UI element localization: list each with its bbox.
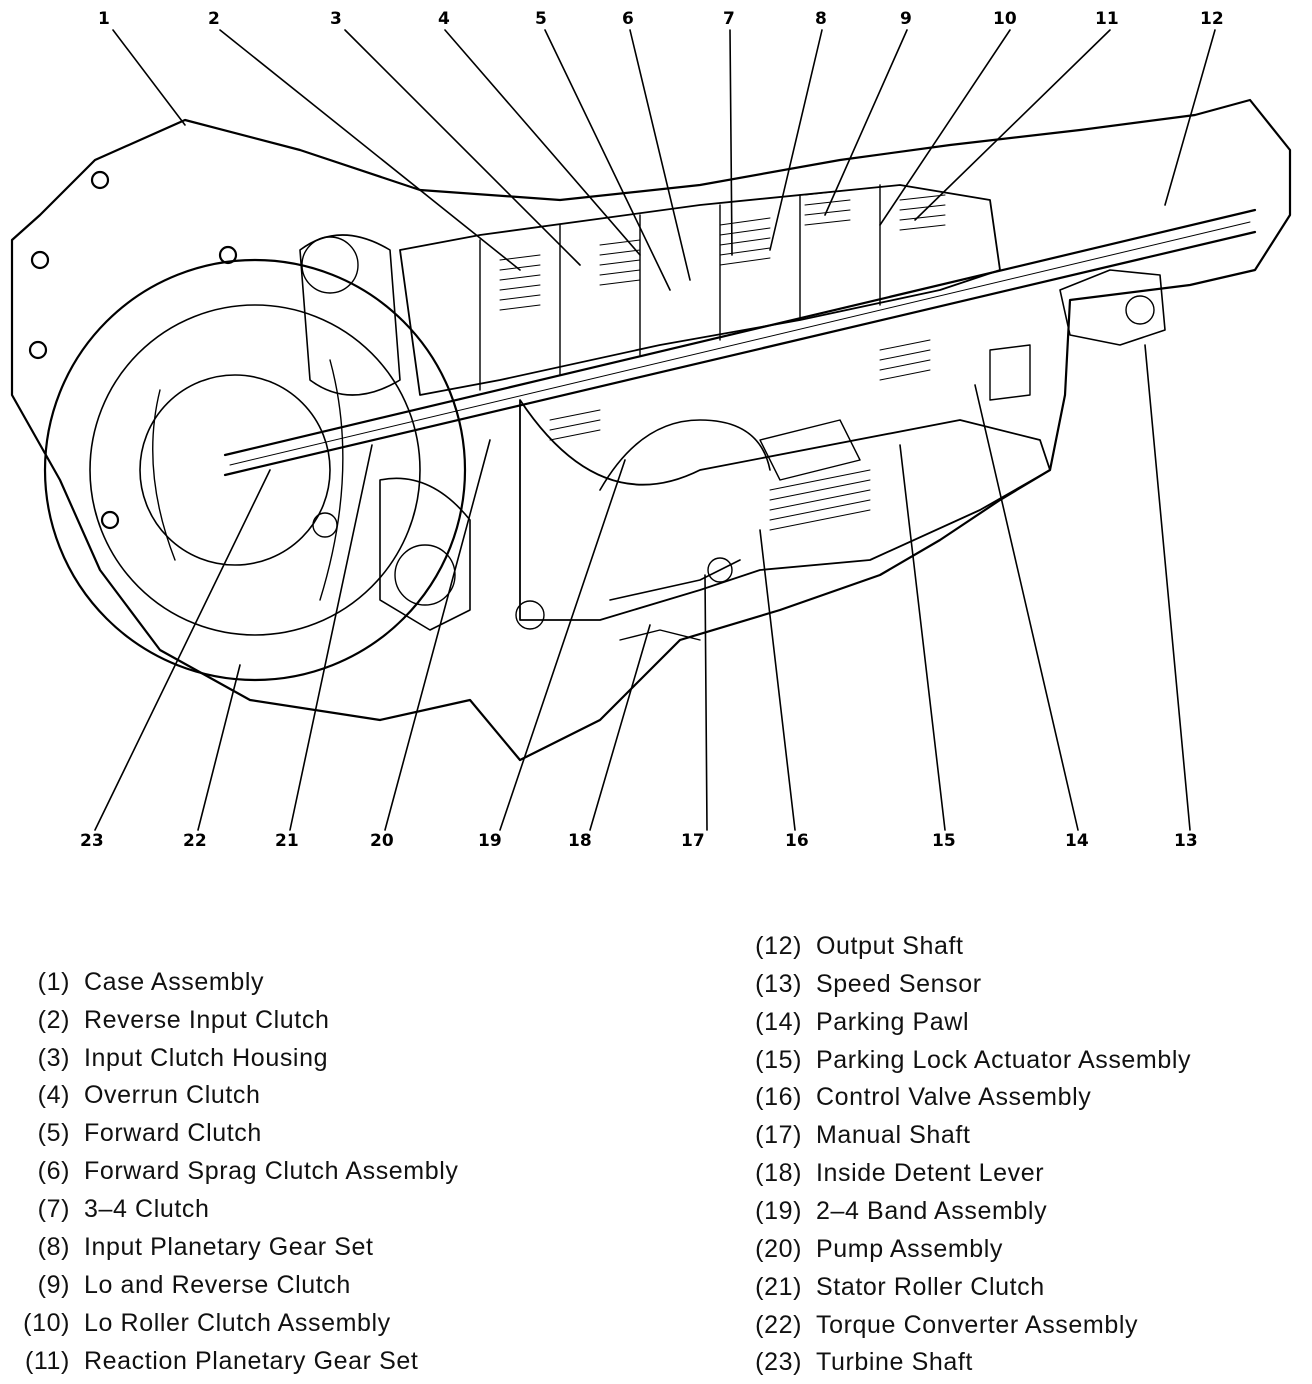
transmission-cutaway-diagram: 1 2 3 4 5 6 7 8 9 10 11 12 23 22 21 20 1… [10,9,1292,851]
callout-5: 5 [535,9,547,29]
legend-item: (19)2–4 Band Assembly [755,1197,1048,1225]
torque-converter-shape [43,258,467,682]
callout-22: 22 [183,831,207,851]
legend-item: (15)Parking Lock Actuator Assembly [755,1046,1192,1074]
legend-item: (10)Lo Roller Clutch Assembly [23,1309,391,1337]
legend-item: (14)Parking Pawl [755,1008,970,1036]
callout-6: 6 [622,9,634,29]
legend-item: (16)Control Valve Assembly [755,1083,1092,1111]
legend-item: (17)Manual Shaft [755,1121,971,1149]
callout-10: 10 [993,9,1017,29]
legend-item: (22)Torque Converter Assembly [755,1311,1139,1339]
callout-14: 14 [1065,831,1089,851]
callout-23: 23 [80,831,104,851]
bell-housing-outline [10,98,1292,762]
callout-16: 16 [785,831,809,851]
legend-item: (5)Forward Clutch [37,1119,262,1147]
legend-item: (23)Turbine Shaft [755,1348,973,1376]
legend-item: (9)Lo and Reverse Clutch [37,1271,351,1299]
legend-item: (21)Stator Roller Clutch [755,1273,1045,1301]
legend-item: (13)Speed Sensor [755,970,982,998]
callout-7: 7 [723,9,735,29]
callout-2: 2 [208,9,220,29]
callout-13: 13 [1174,831,1198,851]
callout-labels: 1 2 3 4 5 6 7 8 9 10 11 12 23 22 21 20 1… [80,9,1224,851]
legend-item: (1)Case Assembly [37,968,265,996]
legend-item: (7)3–4 Clutch [37,1195,210,1223]
callout-3: 3 [330,9,342,29]
callout-12: 12 [1200,9,1224,29]
callout-20: 20 [370,831,394,851]
main-shaft-shape [223,208,1257,457]
legend-item: (11)Reaction Planetary Gear Set [24,1347,419,1375]
callout-1: 1 [98,9,110,29]
legend-item: (3)Input Clutch Housing [37,1044,329,1072]
legend-item: (18)Inside Detent Lever [755,1159,1045,1187]
callout-4: 4 [438,9,450,29]
callout-9: 9 [900,9,912,29]
legend-item: (12)Output Shaft [755,932,964,960]
callout-leaders [94,29,1216,831]
legend-item: (20)Pump Assembly [755,1235,1004,1263]
callout-11: 11 [1095,9,1119,29]
callout-19: 19 [478,831,502,851]
legend-item: (6)Forward Sprag Clutch Assembly [37,1157,459,1185]
legend-item: (4)Overrun Clutch [37,1081,261,1109]
legend-item: (2)Reverse Input Clutch [37,1006,330,1034]
callout-15: 15 [932,831,956,851]
callout-21: 21 [275,831,299,851]
callout-8: 8 [815,9,827,29]
legend-item: (8)Input Planetary Gear Set [37,1233,374,1261]
callout-17: 17 [681,831,705,851]
callout-18: 18 [568,831,592,851]
